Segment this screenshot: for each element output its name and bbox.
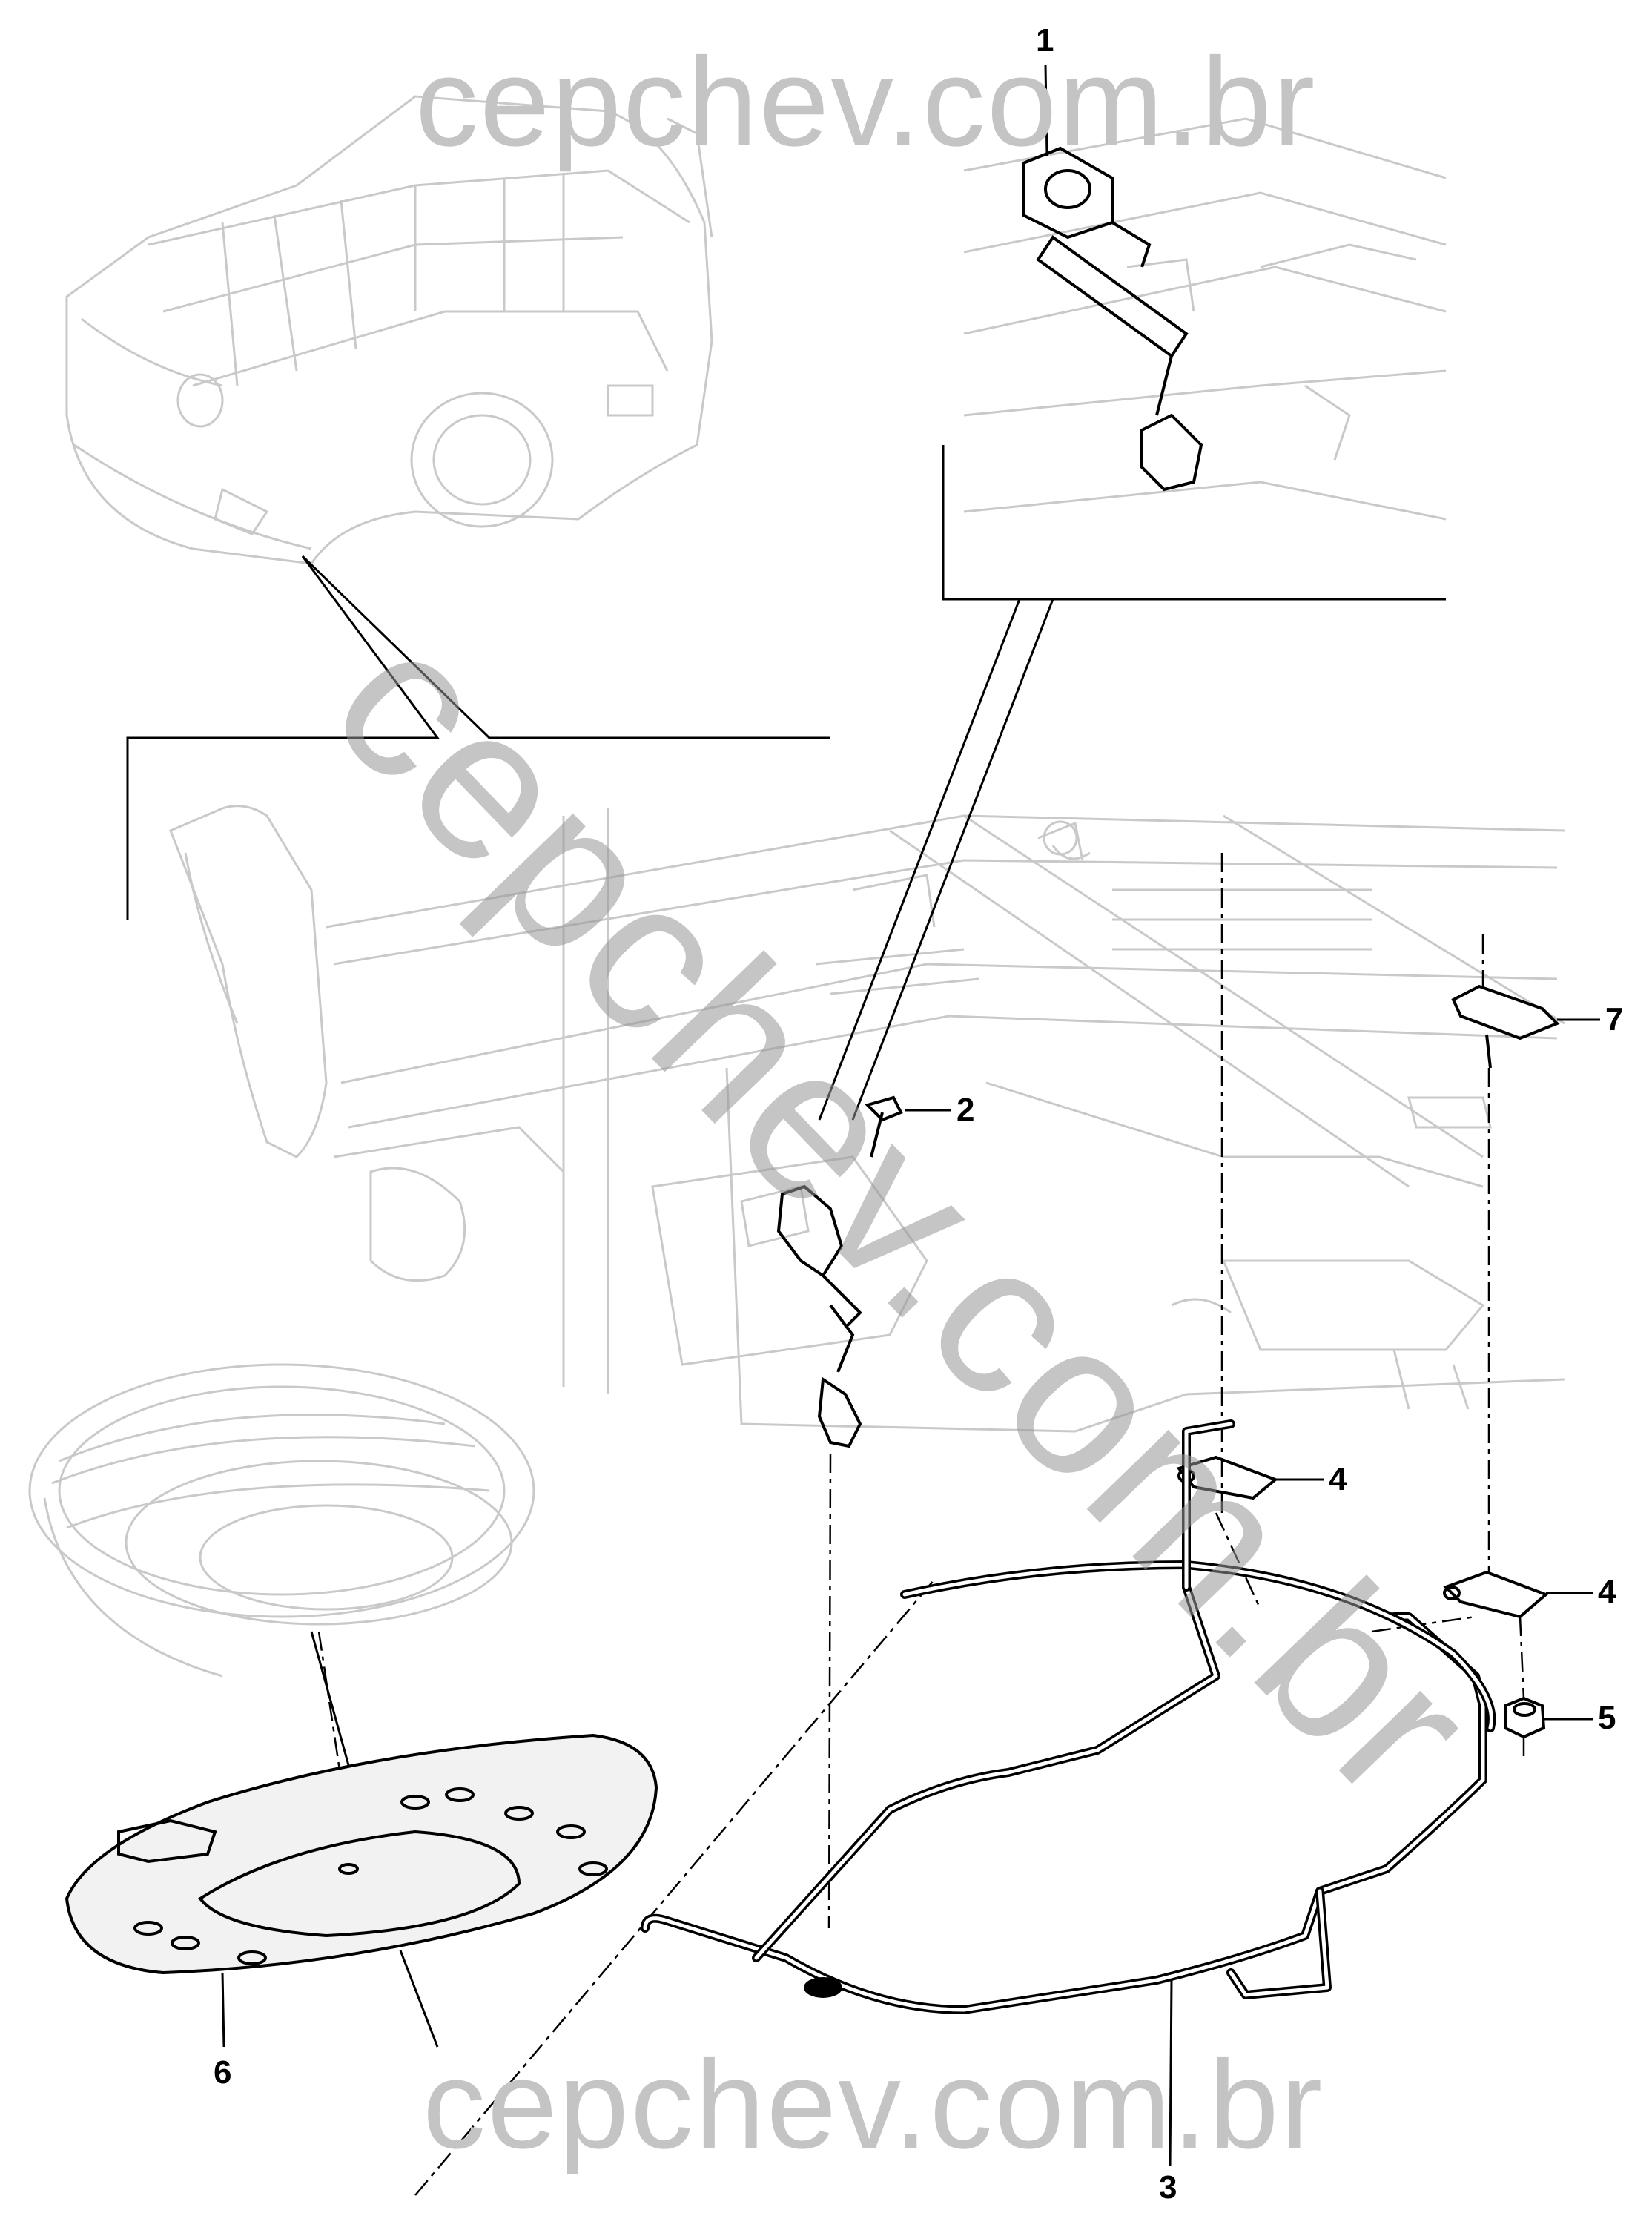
clip-part-lower <box>1443 1570 1549 1619</box>
nut-part <box>1504 1696 1546 1739</box>
assembly-centerlines <box>317 853 1525 2196</box>
watermark-top: cepchev.com.br <box>415 32 1317 173</box>
callout-1: 1 <box>1036 22 1054 59</box>
callout-4-lower: 4 <box>1598 1574 1616 1610</box>
watermark-bottom: cepchev.com.br <box>423 2034 1324 2175</box>
latch-detail-inset <box>818 117 1447 1121</box>
callout-5: 5 <box>1598 1700 1616 1736</box>
callout-6-leader <box>221 1631 439 2048</box>
callout-3-leader <box>1169 1979 1173 2166</box>
callout-4-upper: 4 <box>1329 1461 1347 1497</box>
truck-detail-leader <box>126 555 830 920</box>
latch-assembly <box>776 1095 903 1448</box>
callout-7: 7 <box>1605 1001 1624 1038</box>
callout-3: 3 <box>1159 2169 1177 2206</box>
truck-overview-illustration <box>65 95 713 565</box>
wire-carrier <box>641 1419 1496 2014</box>
callout-6: 6 <box>214 2054 232 2091</box>
undercarriage-illustration <box>169 805 1565 1433</box>
callout-1-leader <box>1044 65 1048 156</box>
tire-cover-plate <box>65 1733 658 1975</box>
callout-2: 2 <box>956 1092 975 1128</box>
spare-tire-illustration <box>28 1363 535 1678</box>
bracket-part <box>1451 984 1560 1069</box>
